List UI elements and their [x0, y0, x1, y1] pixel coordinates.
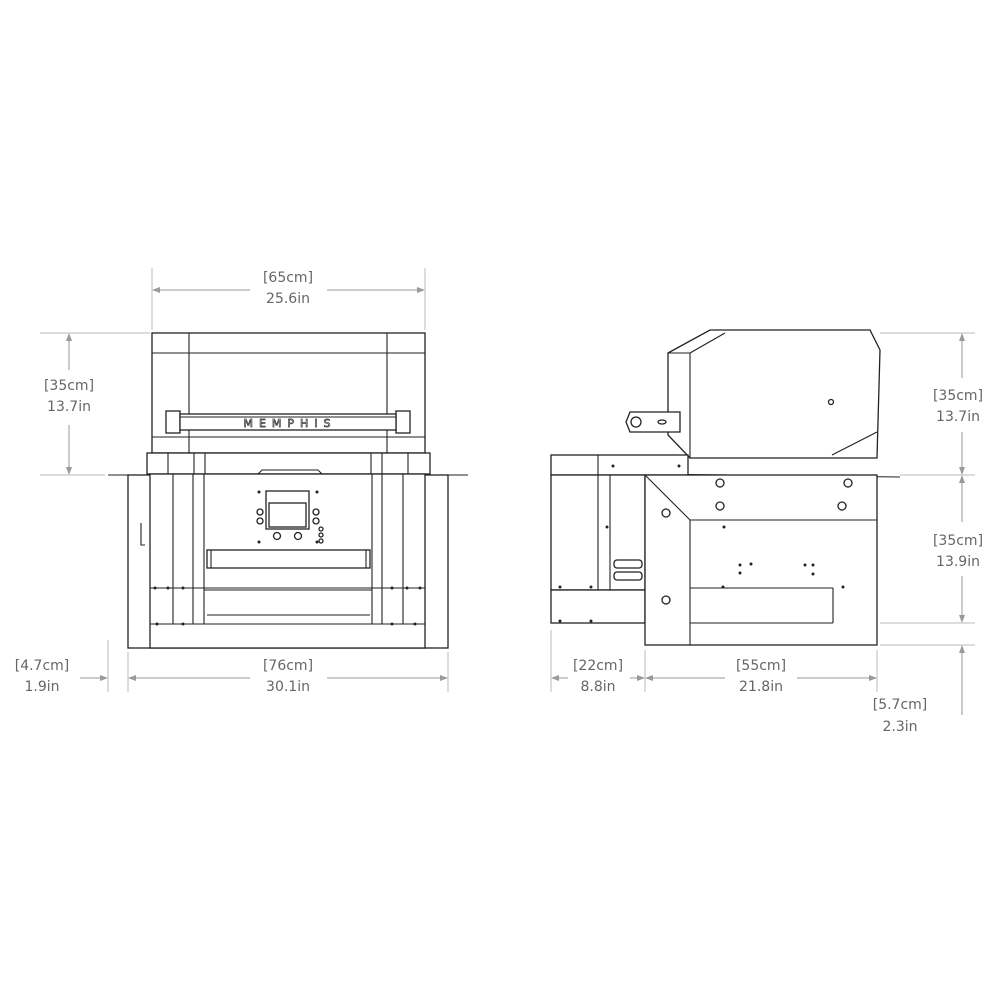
dim-flange-metric: [4.7cm]: [15, 658, 70, 674]
dim-hood-height-imperial: 13.7in: [47, 399, 91, 415]
dim-bottom-offset-imperial: 2.3in: [882, 719, 917, 735]
dim-body-depth-imperial: 21.8in: [739, 679, 783, 695]
side-view: [550, 329, 901, 646]
dim-front-depth-metric: [22cm]: [573, 658, 623, 674]
front-drawer: [206, 549, 371, 569]
dim-side-hood-metric: [35cm]: [933, 388, 983, 404]
dim-flange-imperial: 1.9in: [24, 679, 59, 695]
dim-hood-height-metric: [35cm]: [44, 378, 94, 394]
side-hood: [667, 329, 881, 459]
knob-bracket: [625, 411, 681, 433]
side-dimensions: [35cm] 13.7in [35cm] 13.9in [5.7cm] 2.3i…: [550, 332, 983, 735]
dim-side-body-metric: [35cm]: [933, 533, 983, 549]
dim-side-hood-imperial: 13.7in: [936, 409, 980, 425]
dim-width-top-imperial: 25.6in: [266, 291, 310, 307]
dim-front-depth-imperial: 8.8in: [580, 679, 615, 695]
grill-rim: [146, 452, 431, 475]
control-panel: [256, 490, 324, 544]
display-screen: [268, 502, 307, 528]
front-view: MEMPHIS: [108, 332, 468, 649]
front-dimensions: [65cm] 25.6in [35cm] 13.7in [76cm] 30.1i…: [15, 268, 449, 695]
hood: [151, 332, 426, 454]
side-panel: [644, 474, 878, 646]
dim-side-body-imperial: 13.9in: [936, 554, 980, 570]
side-latch: [140, 523, 145, 546]
hood-handle: MEMPHIS: [165, 410, 411, 434]
dim-width-bottom-imperial: 30.1in: [266, 679, 310, 695]
dim-width-top-metric: [65cm]: [263, 270, 313, 286]
dim-bottom-offset-metric: [5.7cm]: [873, 697, 928, 713]
dim-width-bottom-metric: [76cm]: [263, 658, 313, 674]
memphis-logo: MEMPHIS: [243, 417, 336, 430]
dim-body-depth-metric: [55cm]: [736, 658, 786, 674]
